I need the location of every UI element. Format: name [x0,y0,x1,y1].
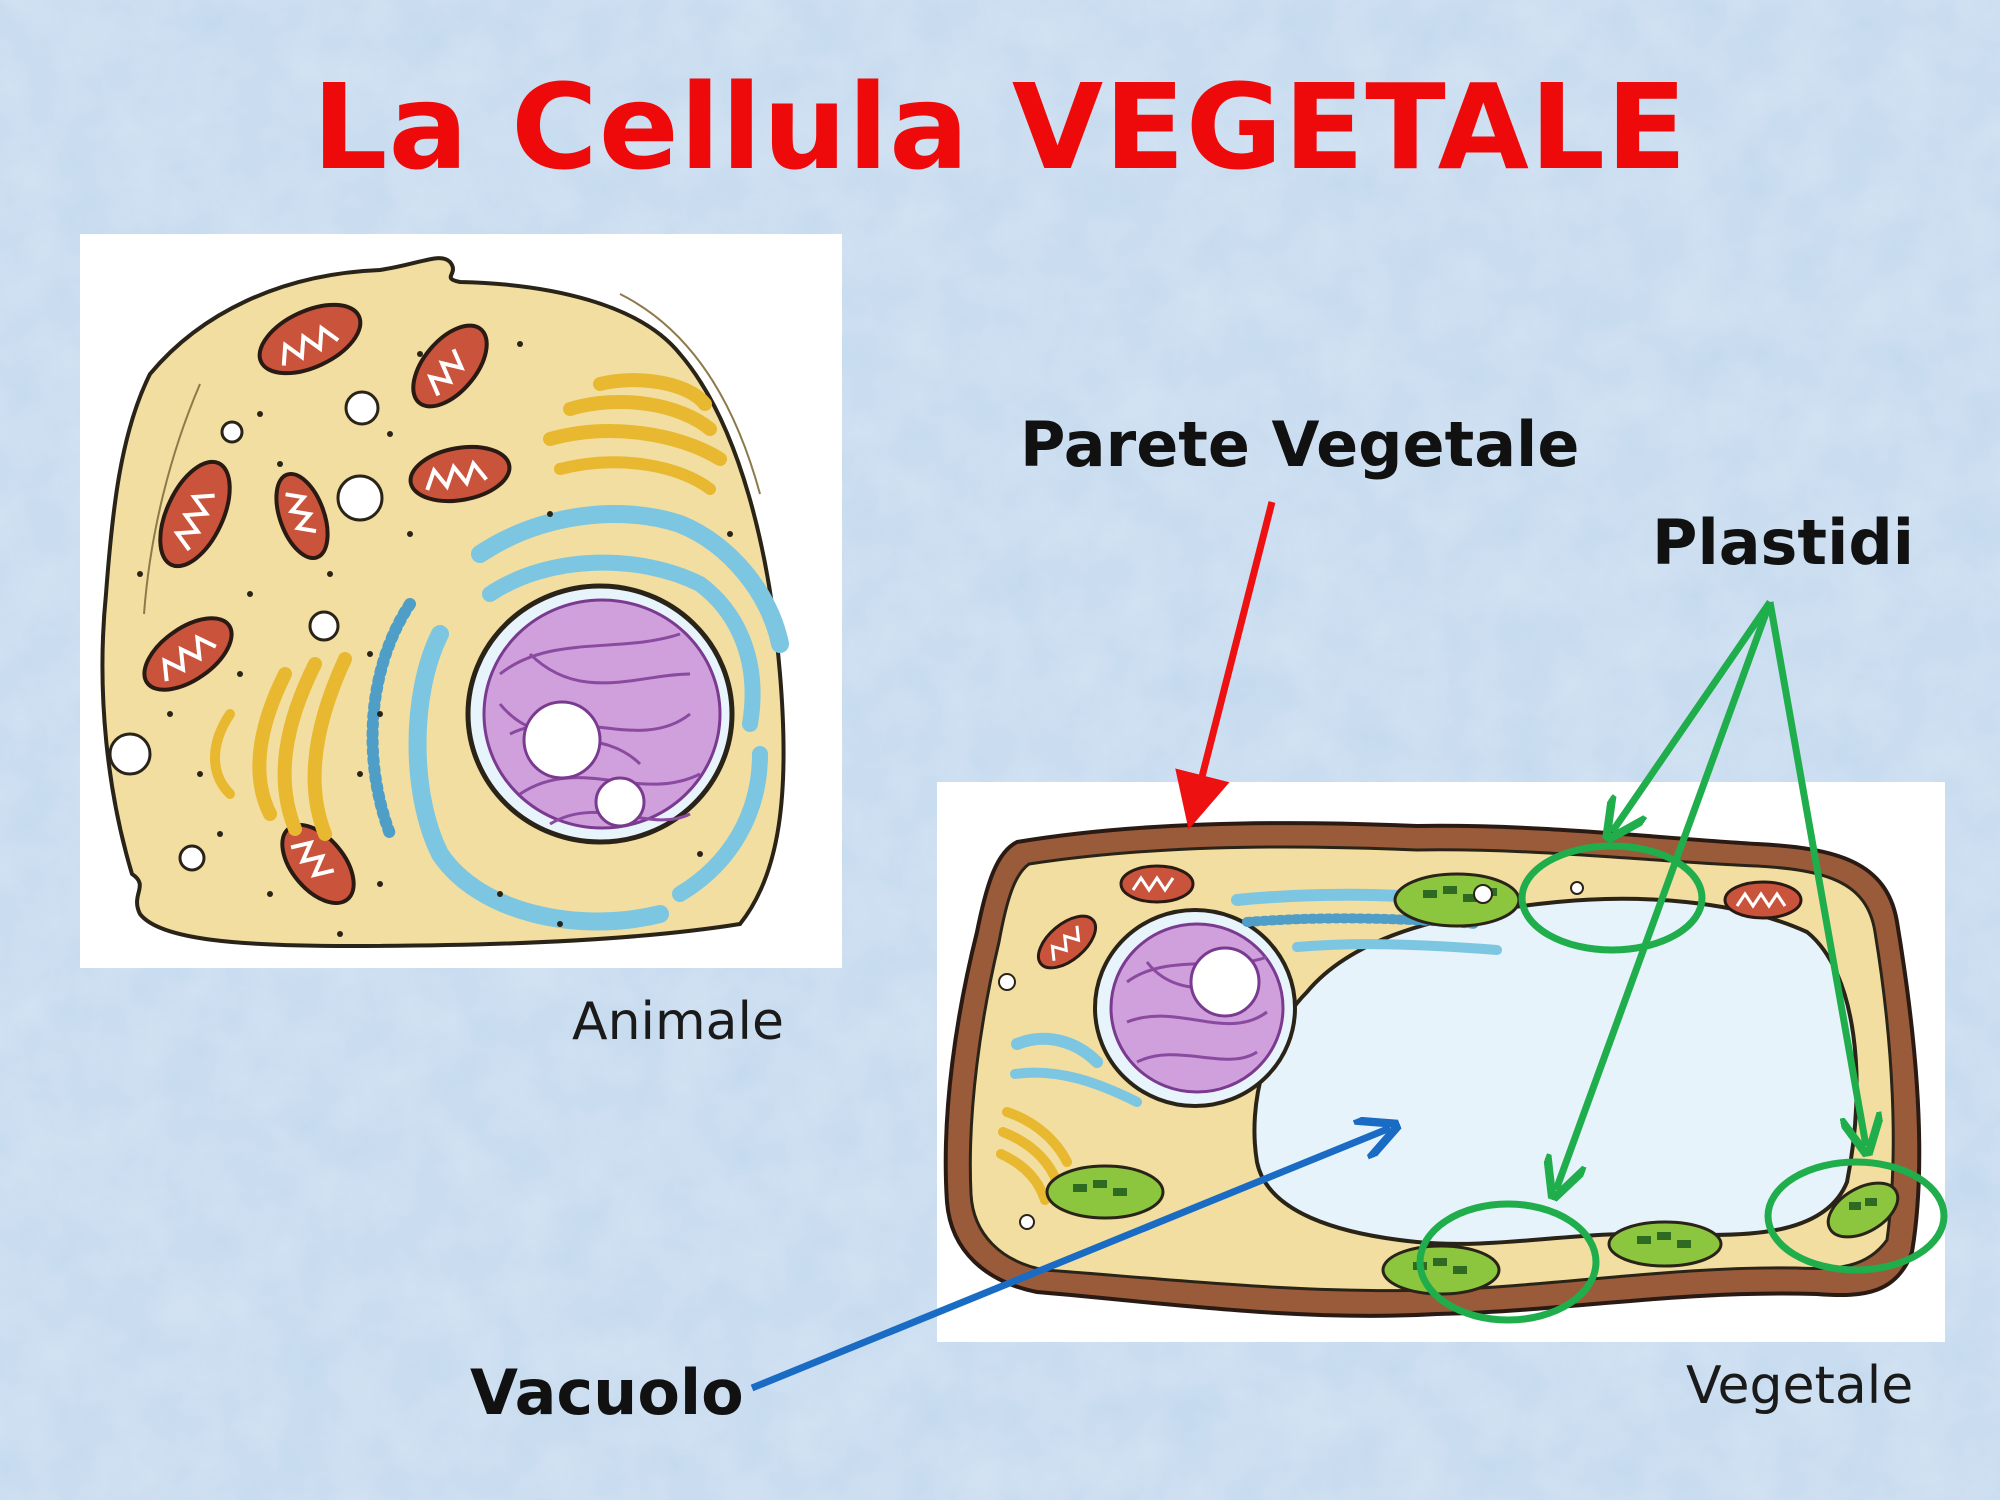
plastid-highlight-circles [1420,846,1944,1320]
arrow-cell-wall [1192,502,1272,816]
arrow-plastids [1556,602,1866,1190]
arrow-vacuole [752,1128,1390,1388]
